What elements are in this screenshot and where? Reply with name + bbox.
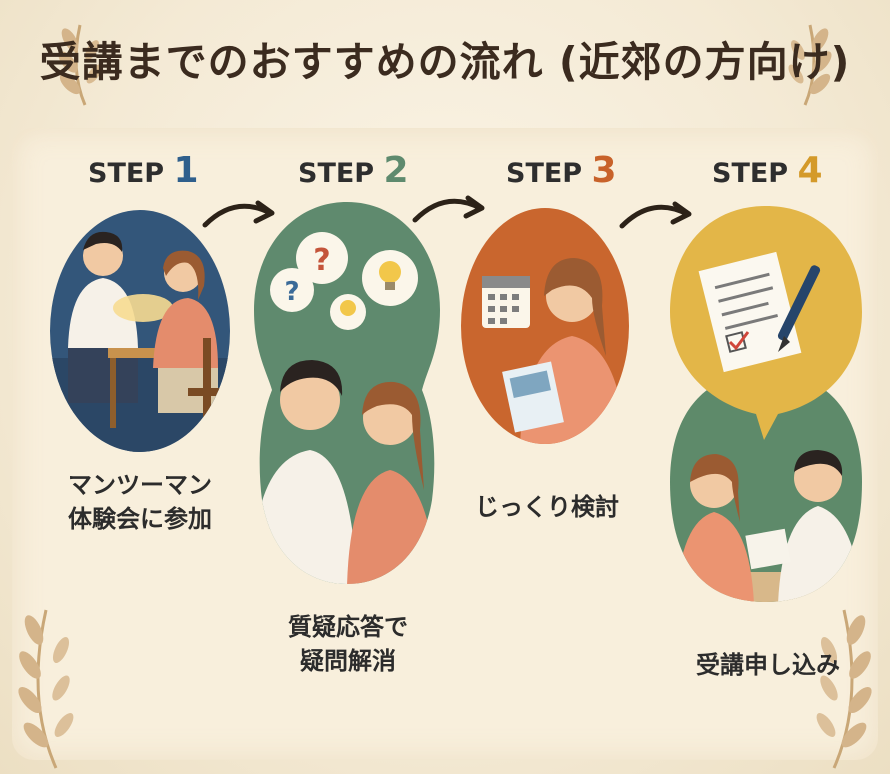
step-prefix: STEP [506,158,583,189]
step-1-label: STEP 1 [88,150,199,191]
page-title: 受講までのおすすめの流れ (近郊の方向け) [39,38,851,86]
step-number: 1 [173,150,199,191]
step-number: 4 [797,150,823,191]
arrow-right-icon [412,195,485,223]
laurel-leaf-icon [18,609,74,769]
step-text-line: じっくり検討 [475,493,619,521]
step-number: 2 [383,150,409,191]
step-text-line: 疑問解消 [300,647,396,675]
step-3-label: STEP 3 [506,150,617,191]
step-text-line: マンツーマン [68,471,212,499]
question-lightbulb-illustration: ? ? [254,202,440,584]
laurel-leaf-icon [788,24,832,106]
step-text-line: 受講申し込み [696,651,840,679]
step-prefix: STEP [88,158,165,189]
document-pen-illustration [670,206,862,602]
step-text-line: 体験会に参加 [68,505,212,533]
step-3-description: じっくり検討 [452,490,642,524]
laurel-leaf-icon [58,24,102,106]
calendar-brochure-illustration [461,208,629,444]
arrow-right-icon [202,200,275,228]
step-2-description: 質疑応答で 疑問解消 [258,610,438,678]
step-2-label: STEP 2 [298,150,409,191]
consultation-illustration [50,210,230,452]
arrow-right-icon [619,201,692,229]
step-1-description: マンツーマン 体験会に参加 [40,468,240,536]
step-prefix: STEP [298,158,375,189]
step-number: 3 [591,150,617,191]
step-4-label: STEP 4 [712,150,823,191]
step-prefix: STEP [712,158,789,189]
step-4-description: 受講申し込み [668,648,868,682]
svg-text:?: ? [313,243,330,278]
laurel-leaf-icon [816,609,872,769]
svg-text:?: ? [284,277,299,307]
step-text-line: 質疑応答で [288,613,408,641]
